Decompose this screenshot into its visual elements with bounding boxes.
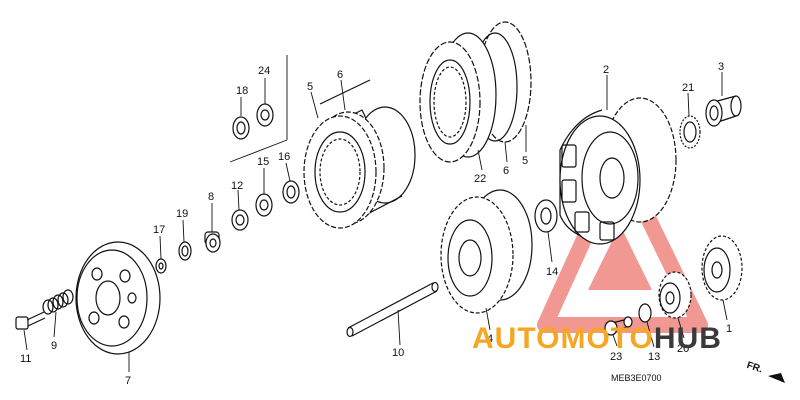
clutch-center-hub-4 xyxy=(440,189,533,314)
arrow-icon xyxy=(768,373,785,383)
collar-3 xyxy=(705,95,742,127)
bolt-13 xyxy=(15,311,46,330)
callout-6: 6 xyxy=(337,69,343,81)
callout-6b: 6 xyxy=(503,165,509,177)
svg-text:AUTOMOTOHUB: AUTOMOTOHUB xyxy=(472,322,722,355)
lock-washer-24 xyxy=(256,103,274,127)
primary-gear-1 xyxy=(701,235,743,301)
callout-18: 16 xyxy=(278,151,290,163)
callout-23: 18 xyxy=(236,85,248,97)
group-bracket xyxy=(229,55,288,163)
direction-label: FR. xyxy=(745,360,764,376)
needle-bearing-21 xyxy=(679,115,701,149)
callout-5: 5 xyxy=(307,81,313,93)
nut-14 xyxy=(231,209,249,231)
diagram-code: MEB3E0700 xyxy=(611,373,662,383)
callout-15: 13 xyxy=(648,351,660,363)
callout-17: 15 xyxy=(257,156,269,168)
callout-21: 21 xyxy=(682,82,694,94)
pushrod-10 xyxy=(346,281,439,338)
front-direction-indicator: FR. xyxy=(745,360,785,383)
washer-19 xyxy=(155,258,167,274)
watermark-logo-triangle xyxy=(537,152,708,333)
callout-14: 12 xyxy=(231,180,243,192)
lock-washer-17 xyxy=(255,193,273,217)
callout-9: 9 xyxy=(51,340,57,352)
clutch-plate-stack-front xyxy=(303,79,416,229)
watermark-logo-text: AUTOMOTOHUB xyxy=(472,322,722,355)
washer-23 xyxy=(232,116,250,140)
callout-1: 1 xyxy=(726,323,732,335)
callout-13: 11 xyxy=(20,353,31,365)
bolt-12 xyxy=(604,316,633,336)
callout-2: 2 xyxy=(603,64,609,76)
callout-12: 23 xyxy=(610,351,622,363)
pressure-plate-7 xyxy=(75,241,161,355)
callout-4: 4 xyxy=(487,333,493,345)
spring-9 xyxy=(42,289,74,315)
clutch-outer-housing-2 xyxy=(559,97,677,245)
callout-8: 8 xyxy=(208,191,214,203)
lifter-piece-8 xyxy=(204,231,221,253)
washer-19-hole xyxy=(158,262,164,270)
callout-3: 3 xyxy=(718,61,724,73)
watermark-part2: HUB xyxy=(654,322,722,355)
callout-20: 19 xyxy=(176,208,188,220)
callout-19: 17 xyxy=(153,224,165,236)
callout-5b: 5 xyxy=(522,155,528,167)
callout-labels: 18 24 5 6 16 15 12 8 19 17 9 11 7 10 4 2… xyxy=(20,61,732,387)
gear-11 xyxy=(658,271,692,319)
clutch-plate-stack-rear xyxy=(419,21,532,163)
watermark-part1: AUTOMOTO xyxy=(472,322,654,355)
thrust-washer-16 xyxy=(534,199,558,233)
leader-lines xyxy=(23,72,728,372)
callout-10: 10 xyxy=(392,347,404,359)
callout-16: 14 xyxy=(546,266,558,278)
callout-11: 20 xyxy=(677,343,689,355)
bearing-20 xyxy=(178,241,192,261)
callout-22: 22 xyxy=(474,173,486,185)
thrust-washer-18 xyxy=(282,180,300,204)
washer-15 xyxy=(638,303,652,323)
callout-24: 24 xyxy=(258,65,270,77)
callout-7: 7 xyxy=(125,375,131,387)
